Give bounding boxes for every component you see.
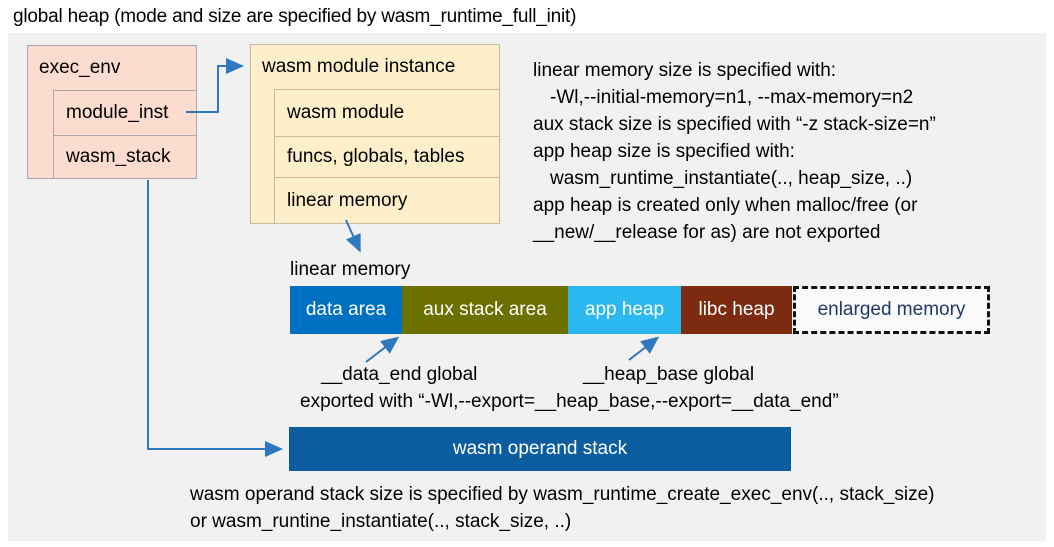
segment-data-area: data area — [290, 286, 402, 334]
module-instance-field-wasm-module: wasm module — [274, 89, 500, 137]
caption-line: or wasm_runtine_instantiate(.., stack_si… — [190, 511, 572, 532]
exported-with-label: exported with “-Wl,--export=__heap_base,… — [300, 391, 839, 412]
note-line: linear memory size is specified with: — [533, 60, 837, 81]
note-line: __new/__release for as) are not exported — [533, 222, 881, 243]
wasm-operand-stack-bar: wasm operand stack — [289, 427, 791, 471]
module-instance-field-funcs-globals-tables: funcs, globals, tables — [274, 136, 500, 178]
note-line: app heap size is specified with: — [533, 141, 795, 162]
exec-env-field-module-inst: module_inst — [53, 90, 197, 136]
heap-base-global-label: __heap_base global — [583, 364, 755, 385]
note-line: app heap is created only when malloc/fre… — [533, 195, 918, 216]
note-line: aux stack size is specified with “-z sta… — [533, 114, 936, 135]
note-line: -Wl,--initial-memory=n1, --max-memory=n2 — [550, 87, 914, 108]
linear-memory-label: linear memory — [290, 259, 411, 280]
segment-libc-heap: libc heap — [681, 286, 792, 334]
exec-env-field-wasm-stack: wasm_stack — [53, 135, 197, 179]
notes-block: linear memory size is specified with: -W… — [533, 57, 936, 246]
exec-env-title: exec_env — [39, 56, 121, 78]
note-line: wasm_runtime_instantiate(.., heap_size, … — [550, 168, 913, 189]
operand-stack-caption: wasm operand stack size is specified by … — [190, 481, 935, 535]
segment-aux-stack-area: aux stack area — [402, 286, 568, 334]
module-instance-field-linear-memory: linear memory — [274, 177, 500, 224]
data-end-global-label: __data_end global — [321, 364, 478, 385]
diagram-title: global heap (mode and size are specified… — [13, 6, 577, 27]
caption-line: wasm operand stack size is specified by … — [190, 484, 935, 505]
segment-app-heap: app heap — [568, 286, 681, 334]
segment-enlarged-memory: enlarged memory — [793, 286, 990, 334]
wasm-module-instance-title: wasm module instance — [262, 55, 456, 77]
